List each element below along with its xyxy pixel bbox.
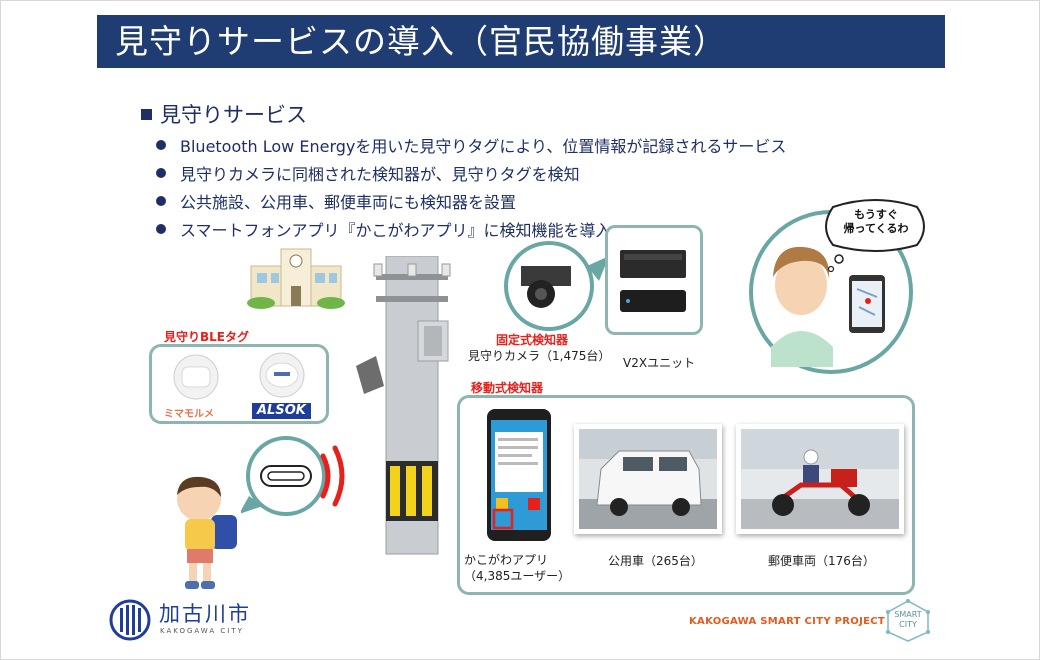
bullet-dot-icon <box>156 140 166 150</box>
section-heading: 見守りサービス <box>141 99 307 129</box>
mimamorume-logo: ミマモルメ <box>164 409 214 420</box>
smart-city-badge-text: SMART CITY <box>885 610 931 630</box>
kakogawa-city-logo-icon <box>109 599 151 641</box>
car-label: 公用車（265台） <box>608 554 703 568</box>
bullet-text: スマートフォンアプリ『かこがわアプリ』に検知機能を導入 <box>180 221 612 240</box>
alsok-tag-icon <box>259 352 305 398</box>
bullet-item: Bluetooth Low Energyを用いた見守りタグにより、位置情報が記録… <box>156 131 786 159</box>
child-illustration <box>177 476 237 589</box>
ble-tag-panel: ミマモルメ ALSOK <box>149 344 329 424</box>
official-car-icon <box>579 429 717 529</box>
camera-callout <box>504 241 609 331</box>
bullet-dot-icon <box>156 196 166 206</box>
alsok-logo: ALSOK <box>252 403 311 419</box>
speech-line-1: もうすぐ <box>854 208 898 221</box>
page-title: 見守りサービスの導入（官民協働事業） <box>97 15 945 68</box>
mobile-detector-panel: かこがわアプリ （4,385ユーザー） 公用車（265台） 郵便車両（176台） <box>457 395 915 595</box>
badge-line-1: SMART <box>894 610 922 619</box>
city-name: 加古川市 <box>159 602 251 626</box>
speech-bubble-text: もうすぐ 帰ってくるわ <box>831 208 921 236</box>
section-heading-text: 見守りサービス <box>160 103 307 127</box>
speech-bubble <box>825 199 925 273</box>
v2x-label: V2Xユニット <box>623 356 696 370</box>
square-bullet-icon <box>141 108 152 120</box>
bullet-dot-icon <box>156 168 166 178</box>
camera-label: 見守りカメラ（1,475台） <box>468 349 611 363</box>
app-label-line-1: かこがわアプリ <box>464 553 549 567</box>
speech-line-2: 帰ってくるわ <box>843 222 909 235</box>
mobile-detector-title: 移動式検知器 <box>471 381 544 395</box>
bullet-item: 公共施設、公用車、郵便車両にも検知器を設置 <box>156 187 786 215</box>
utility-pole-icon <box>356 256 451 555</box>
mother-illustration <box>749 210 913 374</box>
smart-city-badge-icon <box>886 599 930 642</box>
bullet-item: スマートフォンアプリ『かこがわアプリ』に検知機能を導入 <box>156 215 786 243</box>
app-label: かこがわアプリ （4,385ユーザー） <box>464 552 570 584</box>
tag-callout <box>241 436 345 516</box>
bullet-text: 見守りカメラに同梱された検知器が、見守りタグを検知 <box>180 165 580 184</box>
bullet-dot-icon <box>156 224 166 234</box>
postal-bike-icon <box>741 429 899 529</box>
ble-tag-title: 見守りBLEタグ <box>164 330 249 344</box>
bullet-text: 公共施設、公用車、郵便車両にも検知器を設置 <box>180 193 517 212</box>
school-building-icon <box>247 248 345 309</box>
postal-bike-photo <box>736 424 904 534</box>
v2x-unit-icon <box>620 250 686 312</box>
official-car-photo <box>574 424 722 534</box>
fixed-detector-title: 固定式検知器 <box>496 333 569 347</box>
bullet-text: Bluetooth Low Energyを用いた見守りタグにより、位置情報が記録… <box>180 137 787 156</box>
kakogawa-app-phone-icon <box>487 409 551 541</box>
bullet-list: Bluetooth Low Energyを用いた見守りタグにより、位置情報が記録… <box>156 131 786 243</box>
v2x-unit-panel <box>605 225 703 335</box>
city-sub: KAKOGAWA CITY <box>160 627 244 635</box>
badge-line-2: CITY <box>899 620 917 629</box>
bike-label: 郵便車両（176台） <box>768 554 875 568</box>
project-name: KAKOGAWA SMART CITY PROJECT <box>689 616 885 627</box>
app-label-line-2: （4,385ユーザー） <box>464 569 571 583</box>
mimamorume-tag-icon <box>173 354 219 400</box>
bullet-item: 見守りカメラに同梱された検知器が、見守りタグを検知 <box>156 159 786 187</box>
